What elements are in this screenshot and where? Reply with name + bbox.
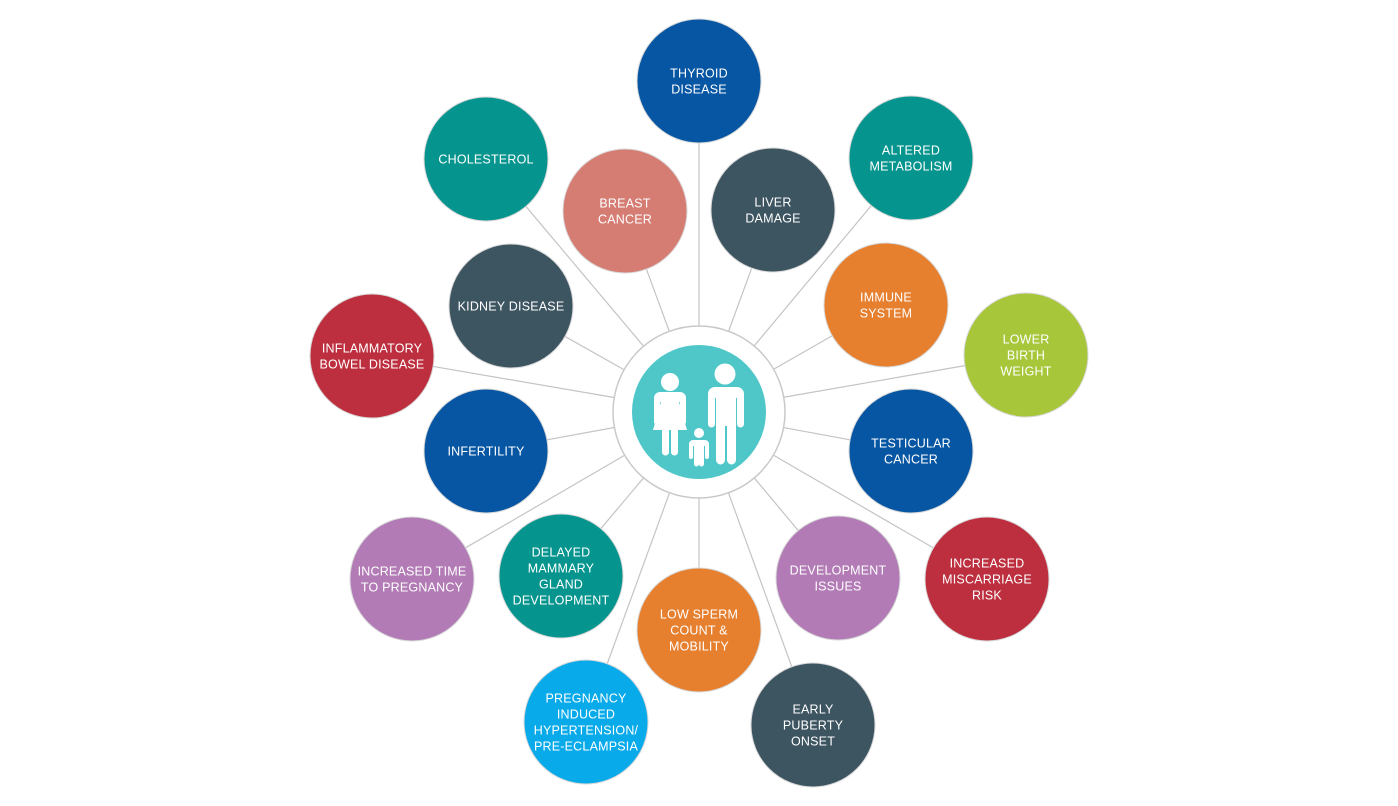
node-label-increased-miscarriage-risk: INCREASED xyxy=(950,557,1025,571)
node-inflammatory-bowel-disease: INFLAMMATORY BOWEL DISEASE xyxy=(309,293,435,419)
node-label-testicular-cancer: TESTICULAR xyxy=(871,437,951,451)
node-circle-low-sperm-count-mobility xyxy=(636,567,762,693)
node-circle-breast-cancer xyxy=(562,148,688,274)
node-label-delayed-mammary-gland-development: MAMMARY xyxy=(528,562,595,576)
node-label-development-issues: DEVELOPMENT xyxy=(790,564,887,578)
family-icon xyxy=(653,363,744,467)
node-label-immune-system: SYSTEM xyxy=(860,307,913,321)
connector-inflammatory-bowel-disease xyxy=(433,365,615,399)
node-development-issues: DEVELOPMENT ISSUES xyxy=(775,515,901,641)
node-label-low-sperm-count-mobility: COUNT & xyxy=(670,624,728,638)
node-lower-birth-weight: LOWER BIRTH WEIGHT xyxy=(963,292,1089,418)
node-label-cholesterol: CHOLESTEROL xyxy=(438,153,533,167)
node-label-increased-time-to-pregnancy: TO PREGNANCY xyxy=(361,581,464,595)
node-circle-development-issues xyxy=(775,515,901,641)
node-circle-infertility xyxy=(423,388,549,514)
node-breast-cancer: BREAST CANCER xyxy=(562,148,688,274)
node-label-early-puberty-onset: ONSET xyxy=(791,735,835,749)
node-circle-kidney-disease xyxy=(448,243,574,369)
node-circle-pregnancy-induced-hypertension xyxy=(523,659,649,785)
node-label-inflammatory-bowel-disease: INFLAMMATORY xyxy=(322,342,423,356)
node-label-immune-system: IMMUNE xyxy=(860,291,912,305)
node-label-pregnancy-induced-hypertension: INDUCED xyxy=(557,708,615,722)
connector-lines xyxy=(433,143,966,667)
node-label-low-sperm-count-mobility: LOW SPERM xyxy=(660,608,738,622)
node-circle-immune-system xyxy=(823,242,949,368)
node-label-thyroid-disease: THYROID xyxy=(670,67,728,81)
node-circle-delayed-mammary-gland-development xyxy=(498,513,624,639)
connector-testicular-cancer xyxy=(783,426,851,441)
node-cholesterol: CHOLESTEROL xyxy=(423,96,549,222)
node-circle-inflammatory-bowel-disease xyxy=(309,293,435,419)
node-label-delayed-mammary-gland-development: GLAND xyxy=(539,578,583,592)
node-kidney-disease: KIDNEY DISEASE xyxy=(448,243,574,369)
connector-cholesterol xyxy=(525,206,645,347)
node-label-pregnancy-induced-hypertension: PRE-ECLAMPSIA xyxy=(534,740,638,754)
node-circle-thyroid-disease xyxy=(636,18,762,144)
connector-increased-miscarriage-risk xyxy=(773,454,934,549)
node-label-increased-miscarriage-risk: MISCARRIAGE xyxy=(942,573,1032,587)
connector-infertility xyxy=(546,426,615,441)
node-label-lower-birth-weight: WEIGHT xyxy=(1000,365,1051,379)
center-hub xyxy=(612,325,786,499)
connector-breast-cancer xyxy=(645,268,670,332)
connector-lower-birth-weight xyxy=(783,365,966,398)
connector-pregnancy-induced-hypertension xyxy=(606,492,671,664)
node-label-pregnancy-induced-hypertension: HYPERTENSION/ xyxy=(534,724,639,738)
node-immune-system: IMMUNE SYSTEM xyxy=(823,242,949,368)
node-altered-metabolism: ALTERED METABOLISM xyxy=(848,95,974,221)
node-increased-time-to-pregnancy: INCREASED TIME TO PREGNANCY xyxy=(349,516,475,642)
topic-nodes: THYROID DISEASE CHOLESTEROL ALTERED METABOLI… xyxy=(309,18,1089,788)
node-label-liver-damage: DAMAGE xyxy=(745,212,800,226)
node-testicular-cancer: TESTICULAR CANCER xyxy=(848,388,974,514)
node-label-testicular-cancer: CANCER xyxy=(884,453,938,467)
node-circle-testicular-cancer xyxy=(848,388,974,514)
node-label-delayed-mammary-gland-development: DEVELOPMENT xyxy=(513,594,610,608)
node-circle-increased-time-to-pregnancy xyxy=(349,516,475,642)
connector-altered-metabolism xyxy=(753,205,872,347)
node-label-breast-cancer: BREAST xyxy=(599,197,650,211)
connector-immune-system xyxy=(773,335,833,370)
node-early-puberty-onset: EARLY PUBERTY ONSET xyxy=(750,662,876,788)
connector-increased-time-to-pregnancy xyxy=(465,454,625,549)
node-label-kidney-disease: KIDNEY DISEASE xyxy=(458,300,565,314)
node-label-thyroid-disease: DISEASE xyxy=(671,83,727,97)
node-label-altered-metabolism: ALTERED xyxy=(882,144,940,158)
node-pregnancy-induced-hypertension: PREGNANCY INDUCED HYPERTENSION/PRE-ECLAMPS… xyxy=(523,659,649,785)
node-infertility: INFERTILITY xyxy=(423,388,549,514)
connector-development-issues xyxy=(753,477,799,531)
node-label-development-issues: ISSUES xyxy=(814,580,861,594)
node-low-sperm-count-mobility: LOW SPERM COUNT & MOBILITY xyxy=(636,567,762,693)
node-circle-cholesterol xyxy=(423,96,549,222)
node-label-increased-miscarriage-risk: RISK xyxy=(972,589,1002,603)
node-label-lower-birth-weight: LOWER xyxy=(1003,333,1050,347)
node-label-liver-damage: LIVER xyxy=(754,196,791,210)
node-liver-damage: LIVER DAMAGE xyxy=(710,147,836,273)
node-thyroid-disease: THYROID DISEASE xyxy=(636,18,762,144)
node-circle-liver-damage xyxy=(710,147,836,273)
node-label-early-puberty-onset: PUBERTY xyxy=(783,719,844,733)
node-increased-miscarriage-risk: INCREASED MISCARRIAGE RISK xyxy=(924,516,1050,642)
node-circle-increased-miscarriage-risk xyxy=(924,516,1050,642)
node-label-infertility: INFERTILITY xyxy=(448,445,525,459)
node-label-low-sperm-count-mobility: MOBILITY xyxy=(669,640,729,654)
node-circle-early-puberty-onset xyxy=(750,662,876,788)
node-label-altered-metabolism: METABOLISM xyxy=(869,160,952,174)
node-label-lower-birth-weight: BIRTH xyxy=(1007,349,1045,363)
connector-delayed-mammary-gland-development xyxy=(600,477,645,529)
connector-kidney-disease xyxy=(564,335,625,371)
node-delayed-mammary-gland-development: DELAYED MAMMARY GLAND DEVELOPMENT xyxy=(498,513,624,639)
node-label-increased-time-to-pregnancy: INCREASED TIME xyxy=(358,565,467,579)
node-label-breast-cancer: CANCER xyxy=(598,213,652,227)
node-label-early-puberty-onset: EARLY xyxy=(792,703,834,717)
connector-early-puberty-onset xyxy=(727,492,793,667)
node-circle-altered-metabolism xyxy=(848,95,974,221)
node-label-delayed-mammary-gland-development: DELAYED xyxy=(532,546,591,560)
node-label-inflammatory-bowel-disease: BOWEL DISEASE xyxy=(320,358,425,372)
node-circle-lower-birth-weight xyxy=(963,292,1089,418)
connector-liver-damage xyxy=(728,268,753,332)
node-label-pregnancy-induced-hypertension: PREGNANCY xyxy=(546,692,627,706)
